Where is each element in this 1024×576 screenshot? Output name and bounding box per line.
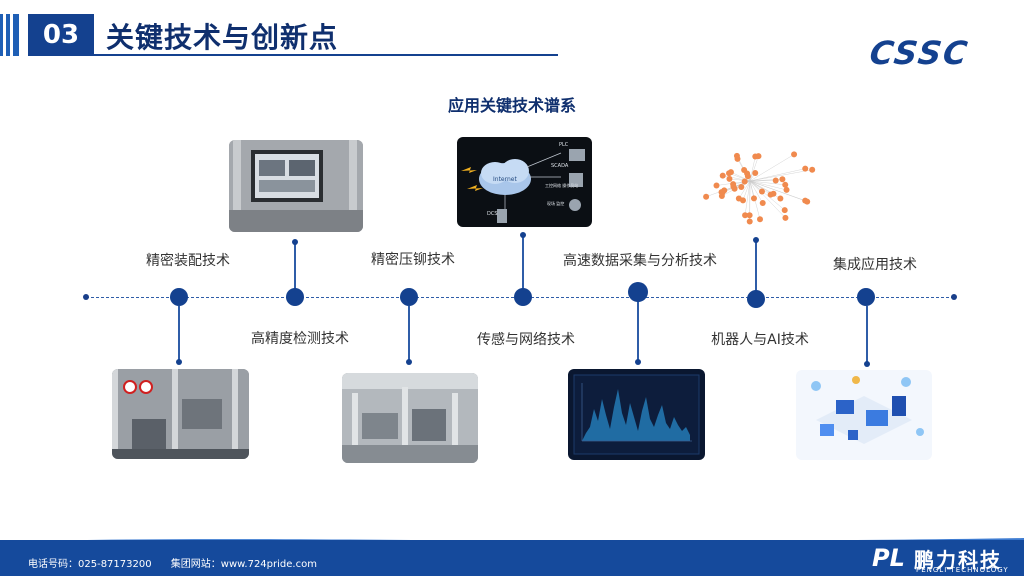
- footer-bar: [0, 540, 1024, 576]
- label-precision-assembly: 精密装配技术: [146, 253, 230, 269]
- timeline-node-assembly: [170, 288, 188, 306]
- label-sensing-network: 传感与网络技术: [477, 332, 575, 348]
- net-node-operator: 工控网络 操作员站: [545, 182, 578, 188]
- pengli-logo-cn: 鹏力科技: [914, 548, 1002, 572]
- label-precision-riveting: 精密压铆技术: [371, 252, 455, 268]
- photo-riveting-line: [342, 373, 478, 463]
- timeline-node-integration: [857, 288, 875, 306]
- label-precision-inspection: 高精度检测技术: [251, 331, 349, 347]
- label-robot-ai: 机器人与AI技术: [711, 332, 809, 348]
- photo-assembly-station: [112, 369, 249, 459]
- stem-dot-2: [292, 239, 298, 245]
- stem-1: [178, 306, 180, 362]
- ai-graph-network-image: [688, 139, 824, 229]
- footer-phone: 电话号码：025-87173200: [28, 559, 152, 570]
- stem-6: [755, 241, 757, 291]
- stem-dot-5: [635, 359, 641, 365]
- net-node-dcs: DCS: [487, 211, 498, 217]
- network-diagram-image: PLC SCADA Internet 工控网络 操作员站 DCS 现场 监控: [457, 137, 592, 227]
- diagram-subtitle: 应用关键技术谱系: [447, 96, 576, 115]
- cssc-logo: CSSC: [867, 34, 972, 72]
- label-integration: 集成应用技术: [833, 257, 917, 273]
- pengli-logo-mark: PL: [872, 544, 905, 572]
- stem-dot-1: [176, 359, 182, 365]
- timeline-node-riveting: [400, 288, 418, 306]
- footer-website: 集团网站：www.724pride.com: [170, 559, 317, 570]
- stem-dot-3: [406, 359, 412, 365]
- stem-2: [294, 243, 296, 289]
- stem-3: [408, 306, 410, 362]
- header-stripes: [0, 14, 22, 56]
- stem-dot-6: [753, 237, 759, 243]
- timeline-start-dot: [83, 294, 89, 300]
- footer-contact: 电话号码：025-87173200 集团网站：www.724pride.com: [28, 555, 333, 570]
- integration-factory-illustration: [796, 370, 932, 460]
- timeline-node-data: [628, 282, 648, 302]
- section-number: 03: [28, 14, 94, 56]
- net-node-monitor: 现场 监控: [547, 200, 564, 206]
- pengli-logo-en: PENGLI TECHNOLOGY: [916, 566, 1009, 574]
- photo-inspection-machine: [229, 140, 363, 232]
- net-node-scada: SCADA: [551, 163, 569, 169]
- stem-7: [866, 306, 868, 364]
- timeline-node-inspection: [286, 288, 304, 306]
- stem-dot-4: [520, 232, 526, 238]
- data-analysis-chart-image: [568, 369, 705, 460]
- net-node-internet: Internet: [493, 176, 517, 183]
- stem-4: [522, 236, 524, 289]
- stem-5: [637, 300, 639, 362]
- timeline-node-robot-ai: [747, 290, 765, 308]
- page-title: 关键技术与创新点: [106, 21, 339, 54]
- header-underline: [28, 54, 558, 56]
- label-data-acquisition: 高速数据采集与分析技术: [563, 253, 717, 269]
- timeline-node-sensing: [514, 288, 532, 306]
- stem-dot-7: [864, 361, 870, 367]
- timeline-end-dot: [951, 294, 957, 300]
- net-node-plc: PLC: [559, 142, 569, 148]
